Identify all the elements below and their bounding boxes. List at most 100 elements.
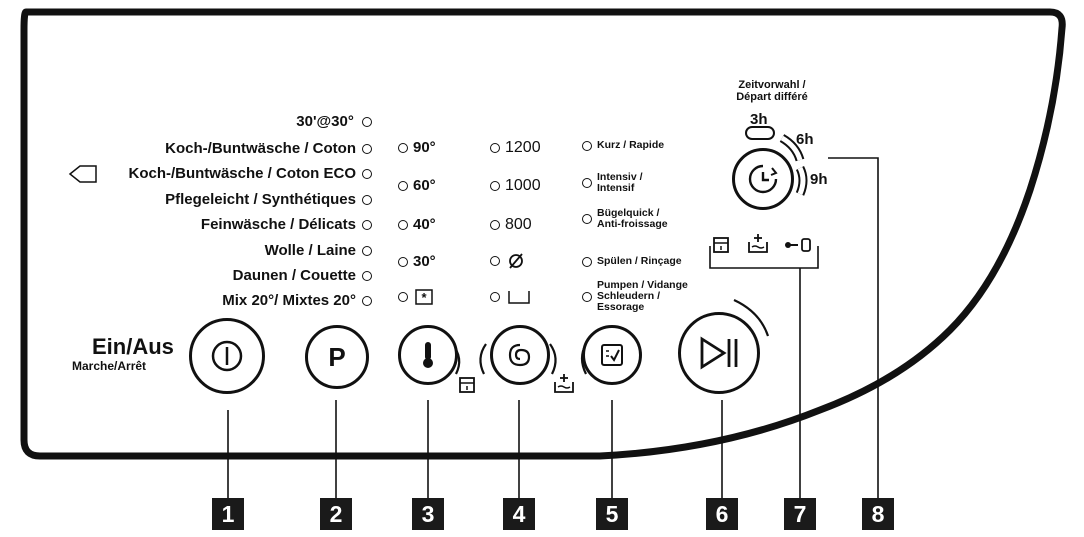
delay-start-button[interactable] — [732, 148, 794, 210]
spin-item[interactable]: 800 — [490, 217, 532, 233]
program-item[interactable]: Mix 20°/ Mixtes 20° — [222, 293, 372, 308]
start-pause-icon — [700, 336, 738, 370]
led-icon — [362, 246, 372, 257]
option-item[interactable]: Spülen / Rinçage — [582, 256, 682, 267]
callout-badge: 1 — [212, 498, 244, 530]
quick-program-label: 30'@30° — [296, 114, 372, 129]
door-icon — [459, 377, 475, 393]
led-icon — [490, 292, 500, 303]
thermometer-icon — [423, 342, 433, 368]
spin-label: 1200 — [505, 139, 541, 156]
callout-badge: 6 — [706, 498, 738, 530]
cold-temp-row: * — [398, 289, 433, 305]
led-icon — [398, 220, 408, 231]
rinse-indicator-icon — [748, 234, 768, 253]
no-spin-row — [490, 252, 525, 270]
led-icon — [582, 291, 592, 302]
option-label-line: Essorage — [597, 301, 645, 313]
led-icon — [490, 256, 500, 266]
program-item[interactable]: Pflegeleicht / Synthétiques — [165, 192, 372, 207]
callout-badge: 4 — [503, 498, 535, 530]
led-icon — [490, 142, 500, 153]
power-sublabel: Marche/Arrêt — [72, 359, 147, 373]
program-label: Pflegeleicht / Synthétiques — [165, 191, 356, 208]
program-label: Mix 20°/ Mixtes 20° — [222, 292, 356, 309]
panel-outline — [20, 8, 1066, 460]
temperature-button[interactable] — [398, 325, 458, 385]
program-item[interactable]: Koch-/Buntwäsche / Coton ECO — [128, 166, 372, 181]
spin-icon — [508, 343, 531, 367]
program-label: Wolle / Laine — [264, 242, 356, 259]
temperature-item[interactable]: 40° — [398, 217, 436, 232]
spin-item[interactable]: 1000 — [490, 178, 541, 194]
led-icon — [398, 292, 408, 303]
power-icon — [211, 340, 243, 372]
led-icon — [582, 140, 592, 151]
option-label: Bügelquick /Anti-froissage — [597, 208, 668, 230]
svg-text:*: * — [422, 290, 428, 305]
spin-button[interactable] — [490, 325, 550, 385]
power-label: Ein/Aus — [92, 334, 174, 359]
option-label: Kurz / Rapide — [597, 140, 664, 151]
program-item[interactable]: Koch-/Buntwäsche / Coton — [165, 141, 372, 156]
delay-title-1: Zeitvorwahl / — [738, 79, 806, 91]
program-label: Koch-/Buntwäsche / Coton ECO — [128, 165, 356, 182]
led-icon — [398, 143, 408, 154]
callout-badge: 8 — [862, 498, 894, 530]
delay-6h-label: 6h — [796, 131, 814, 148]
options-button[interactable] — [582, 325, 642, 385]
program-item[interactable]: Daunen / Couette — [233, 268, 372, 283]
led-icon — [398, 181, 408, 192]
option-item[interactable]: Intensiv /Intensif — [582, 172, 643, 194]
temperature-item[interactable]: 30° — [398, 254, 436, 269]
door-lock-indicator-icon — [713, 237, 729, 253]
quick-program-text: 30'@30° — [296, 113, 354, 130]
callout-badge: 5 — [596, 498, 628, 530]
temperature-item[interactable]: 90° — [398, 140, 436, 155]
option-label-line: Intensif — [597, 182, 635, 194]
led-icon — [362, 195, 372, 206]
program-item[interactable]: Feinwäsche / Délicats — [201, 217, 372, 232]
option-item[interactable]: Bügelquick /Anti-froissage — [582, 208, 668, 230]
led-icon — [362, 296, 372, 307]
option-item[interactable]: Kurz / Rapide — [582, 140, 664, 151]
program-label: Feinwäsche / Délicats — [200, 216, 356, 233]
option-label-line: Schleudern / — [597, 290, 661, 302]
temperature-label: 30° — [413, 253, 436, 270]
delay-title-2: Départ différé — [736, 91, 808, 103]
program-label: Daunen / Couette — [232, 267, 356, 284]
spin-item[interactable]: 1200 — [490, 140, 541, 156]
program-label: Koch-/Buntwäsche / Coton — [165, 140, 356, 157]
eco-tag-icon — [68, 165, 97, 183]
no-spin-icon — [509, 253, 524, 269]
program-item[interactable]: Wolle / Laine — [265, 243, 372, 258]
delay-9h-label: 9h — [810, 171, 828, 188]
callout-badge: 3 — [412, 498, 444, 530]
led-icon — [582, 256, 592, 267]
start-pause-button[interactable] — [678, 312, 760, 394]
led-icon — [362, 169, 372, 180]
option-label: Intensiv /Intensif — [597, 172, 643, 194]
rinse-hold-row — [490, 289, 531, 305]
temperature-label: 90° — [413, 139, 436, 156]
led-icon — [362, 271, 372, 282]
option-label-line: Intensiv / — [597, 171, 643, 183]
cold-wash-icon: * — [415, 289, 433, 305]
program-button-label: P — [328, 341, 346, 372]
child-lock-icon — [785, 238, 811, 252]
led-icon — [362, 220, 372, 231]
delay-clock-icon — [748, 164, 778, 194]
options-icon — [601, 344, 623, 366]
led-icon — [582, 214, 592, 224]
callout-badge: 2 — [320, 498, 352, 530]
temperature-item[interactable]: 60° — [398, 178, 436, 193]
option-label-line: Kurz / Rapide — [597, 139, 665, 151]
power-button[interactable] — [189, 318, 265, 394]
program-button[interactable]: P — [305, 325, 369, 389]
option-label-line: Pumpen / Vidange — [597, 279, 688, 291]
led-icon — [490, 180, 500, 191]
rinse-icon — [554, 374, 574, 393]
